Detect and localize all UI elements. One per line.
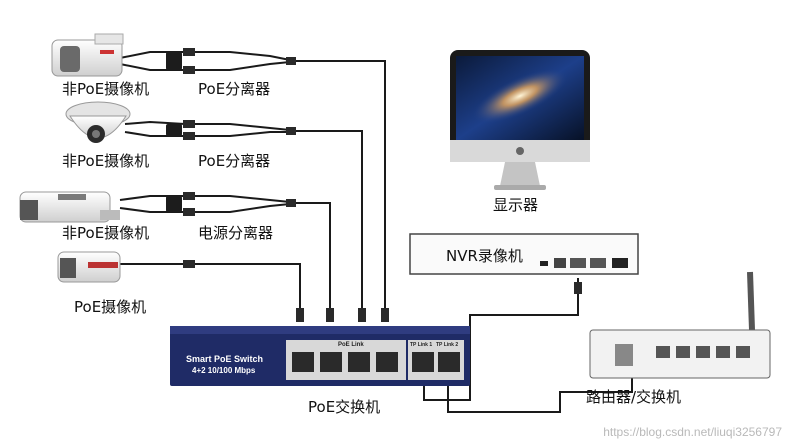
camera1-icon [51, 33, 124, 77]
splitter1-label: PoE分离器 [198, 80, 271, 98]
splitter3-label: 电源分离器 [198, 224, 274, 242]
switch-poe-link: PoE Link [338, 342, 364, 348]
router-label: 路由器/交换机 [586, 388, 682, 406]
nvr-label: NVR录像机 [446, 247, 523, 265]
camera3-label: 非PoE摄像机 [62, 224, 150, 242]
switch-tp-link1: TP Link 1 [410, 342, 433, 348]
router-icon [589, 271, 771, 379]
poe-switch-icon [170, 326, 470, 386]
splitters [166, 52, 182, 212]
switch-tp-link2: TP Link 2 [436, 342, 459, 348]
nvr-icon [409, 233, 639, 275]
camera2-label: 非PoE摄像机 [62, 152, 150, 170]
switch-name: Smart PoE Switch [186, 354, 264, 364]
camera3-icon [19, 191, 120, 223]
watermark: https://blog.csdn.net/liuqi3256797 [603, 425, 782, 439]
camera4-label: PoE摄像机 [74, 298, 147, 316]
splitter2-label: PoE分离器 [198, 152, 271, 170]
camera4-icon [57, 251, 121, 283]
monitor-icon [450, 50, 590, 190]
camera1-label: 非PoE摄像机 [62, 80, 150, 98]
switch-model: 4+2 10/100 Mbps [192, 366, 256, 375]
camera2-icon [65, 101, 131, 143]
monitor-label: 显示器 [493, 196, 539, 214]
switch-label: PoE交换机 [308, 398, 381, 416]
